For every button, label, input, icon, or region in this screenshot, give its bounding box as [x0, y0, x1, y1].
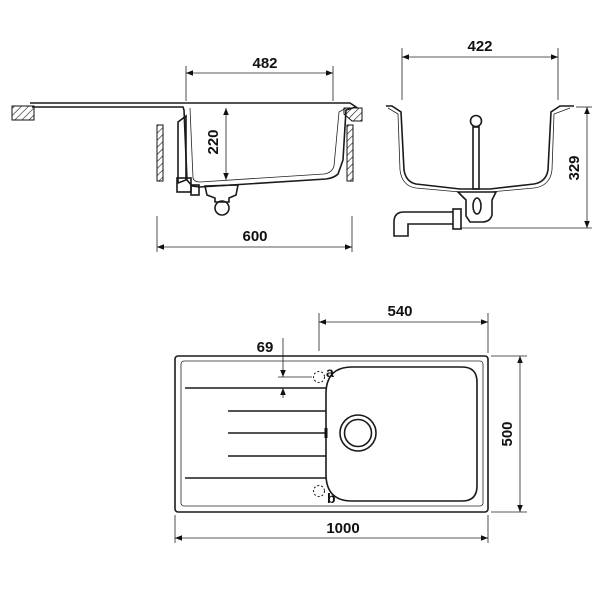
tap-hole-a-label: a: [326, 364, 334, 380]
drain-outer: [339, 414, 377, 452]
sink-profile-outer: [30, 102, 358, 188]
overflow-nut: [190, 184, 200, 196]
dimension-bowl-width: 482: [252, 55, 277, 72]
dimension-total-height: 329: [566, 155, 583, 180]
bowl-outline: [325, 366, 478, 502]
drain-slot: [472, 197, 482, 215]
cabinet-wall-left: [156, 124, 164, 182]
sink-outline-outer: [174, 355, 489, 513]
drain-inner: [343, 418, 373, 448]
top-view: a b 69 540 500 1000: [174, 303, 527, 543]
dimension-bowl-depth: 220: [205, 129, 222, 154]
countertop-right-section: [343, 107, 363, 122]
waste-nut: [452, 208, 462, 230]
sink-profile-inner: [189, 107, 347, 183]
dimension-overall-depth: 500: [499, 421, 516, 446]
dimension-bowl-length: 540: [387, 303, 412, 320]
drain-body: [204, 184, 239, 203]
popup-rod: [472, 126, 480, 190]
dimension-overall-length: 1000: [326, 520, 359, 537]
dimension-tap-hole-offset: 69: [257, 339, 274, 356]
dimension-cabinet-width: 600: [242, 228, 267, 245]
popup-knob: [469, 114, 483, 128]
sink-outline-inner: [180, 360, 484, 507]
drain-assembly: [456, 191, 498, 223]
tap-hole-a-icon: [313, 371, 325, 383]
dimension-end-width: 422: [467, 38, 492, 55]
tap-hole-b-icon: [313, 485, 325, 497]
trap-bulb: [214, 200, 230, 216]
tap-hole-b-label: b: [327, 490, 336, 506]
cabinet-wall-right: [346, 124, 354, 182]
overflow-pipe: [177, 114, 187, 185]
countertop-left-section: [11, 105, 35, 121]
waste-pipe: [393, 211, 453, 237]
side-view: 482 220 600: [11, 55, 363, 252]
end-view: 422 329: [386, 38, 592, 237]
